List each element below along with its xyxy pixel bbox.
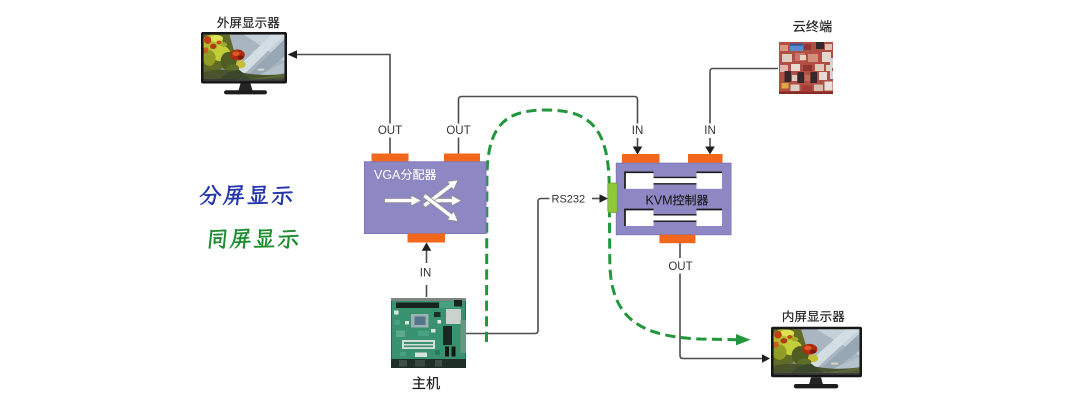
svg-text:RS232: RS232 xyxy=(552,194,586,206)
svg-text:KVM: KVM xyxy=(646,194,673,208)
svg-text:IN: IN xyxy=(420,268,432,280)
svg-text:OUT: OUT xyxy=(446,125,470,137)
svg-text:OUT: OUT xyxy=(668,261,692,273)
svg-text:OUT: OUT xyxy=(378,125,402,137)
svg-text:VGA: VGA xyxy=(374,168,401,182)
svg-text:IN: IN xyxy=(704,125,716,137)
svg-text:IN: IN xyxy=(632,125,644,137)
